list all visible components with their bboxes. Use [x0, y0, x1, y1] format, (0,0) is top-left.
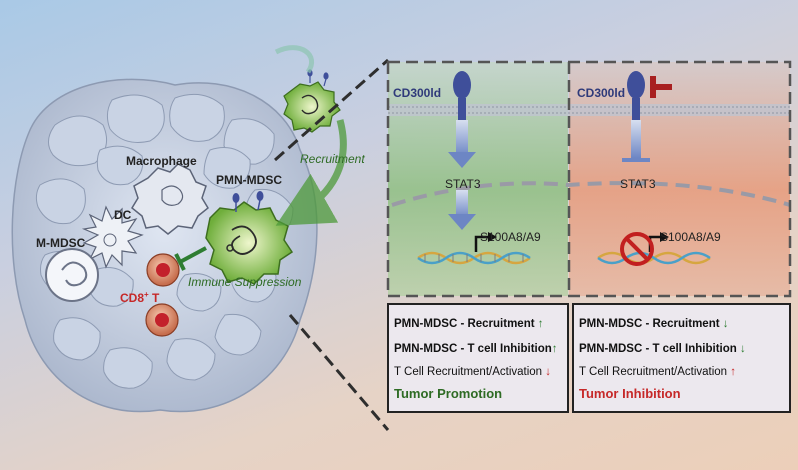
right-row-1-text: PMN-MDSC - Recruitment: [579, 318, 720, 330]
zoom-lines: [274, 58, 390, 431]
cd8-suffix: T: [148, 291, 160, 305]
left-row-2-arrow: ↑: [551, 343, 558, 355]
left-row-3: T Cell Recruitment/Activation ↓: [394, 366, 551, 378]
left-row-3-text: T Cell Recruitment/Activation: [394, 366, 543, 378]
dc-cell: [81, 205, 144, 269]
recruited-pmn-mdsc: [283, 69, 341, 133]
cd300ld-label-left: CD300ld: [393, 86, 442, 100]
left-row-1: PMN-MDSC - Recruitment ↑: [394, 318, 544, 330]
cd8-sup: +: [144, 290, 149, 299]
macrophage-label: Macrophage: [126, 154, 197, 168]
right-row-3-text: T Cell Recruitment/Activation: [579, 366, 728, 378]
pmn-mdsc-label: PMN-MDSC: [216, 173, 282, 187]
cd8-t-cell-2: [145, 303, 179, 337]
left-row-1-arrow: ↑: [537, 318, 544, 330]
dna-left: [417, 232, 531, 265]
cd8-t-label: CD8+ T: [120, 290, 159, 305]
right-row-2-arrow: ↓: [740, 343, 746, 355]
cd300ld-label-right: CD300ld: [577, 86, 626, 100]
left-row-2: PMN-MDSC - T cell Inhibition↑: [394, 343, 558, 355]
macrophage-cell: [131, 163, 209, 235]
right-row-2-text: PMN-MDSC - T cell Inhibition: [579, 343, 737, 355]
s100a8-label-right: S100A8/A9: [660, 230, 721, 244]
tumor-promotion-label: Tumor Promotion: [394, 386, 503, 401]
cd8-t-cell-1: [146, 253, 180, 287]
right-row-3: T Cell Recruitment/Activation ↑: [579, 366, 736, 378]
right-row-1-arrow: ↓: [722, 318, 729, 330]
cd300ld-receptor-left: [448, 71, 476, 230]
inhibition-arrow: [174, 246, 207, 271]
recruitment-label: Recruitment: [300, 152, 365, 166]
pmn-mdsc-cell: [205, 191, 294, 285]
immune-suppression-label: Immune Suppression: [188, 275, 302, 289]
summary-boxes: [387, 303, 791, 413]
stat3-label-left: STAT3: [445, 177, 481, 191]
left-row-3-arrow: ↓: [545, 366, 552, 378]
cd8-text: CD8: [120, 291, 145, 305]
right-row-2: PMN-MDSC - T cell Inhibition ↓: [579, 343, 746, 355]
dc-label: DC: [114, 208, 132, 222]
dna-right: [597, 232, 711, 266]
m-mdsc-label: M-MDSC: [36, 236, 86, 250]
s100a8-label-left: S100A8/A9: [480, 230, 541, 244]
cd300ld-receptor-right: [622, 71, 672, 162]
stat3-label-right: STAT3: [620, 177, 656, 191]
recruitment-arrows: [274, 45, 347, 226]
left-row-1-text: PMN-MDSC - Recruitment: [394, 318, 535, 330]
left-row-2-text: PMN-MDSC - T cell Inhibition: [394, 343, 552, 355]
right-row-3-arrow: ↑: [730, 366, 737, 378]
right-row-1: PMN-MDSC - Recruitment ↓: [579, 318, 729, 330]
m-mdsc-cell: [45, 248, 99, 302]
tumor-mass: [11, 78, 318, 413]
tumor-inhibition-label: Tumor Inhibition: [579, 386, 681, 401]
